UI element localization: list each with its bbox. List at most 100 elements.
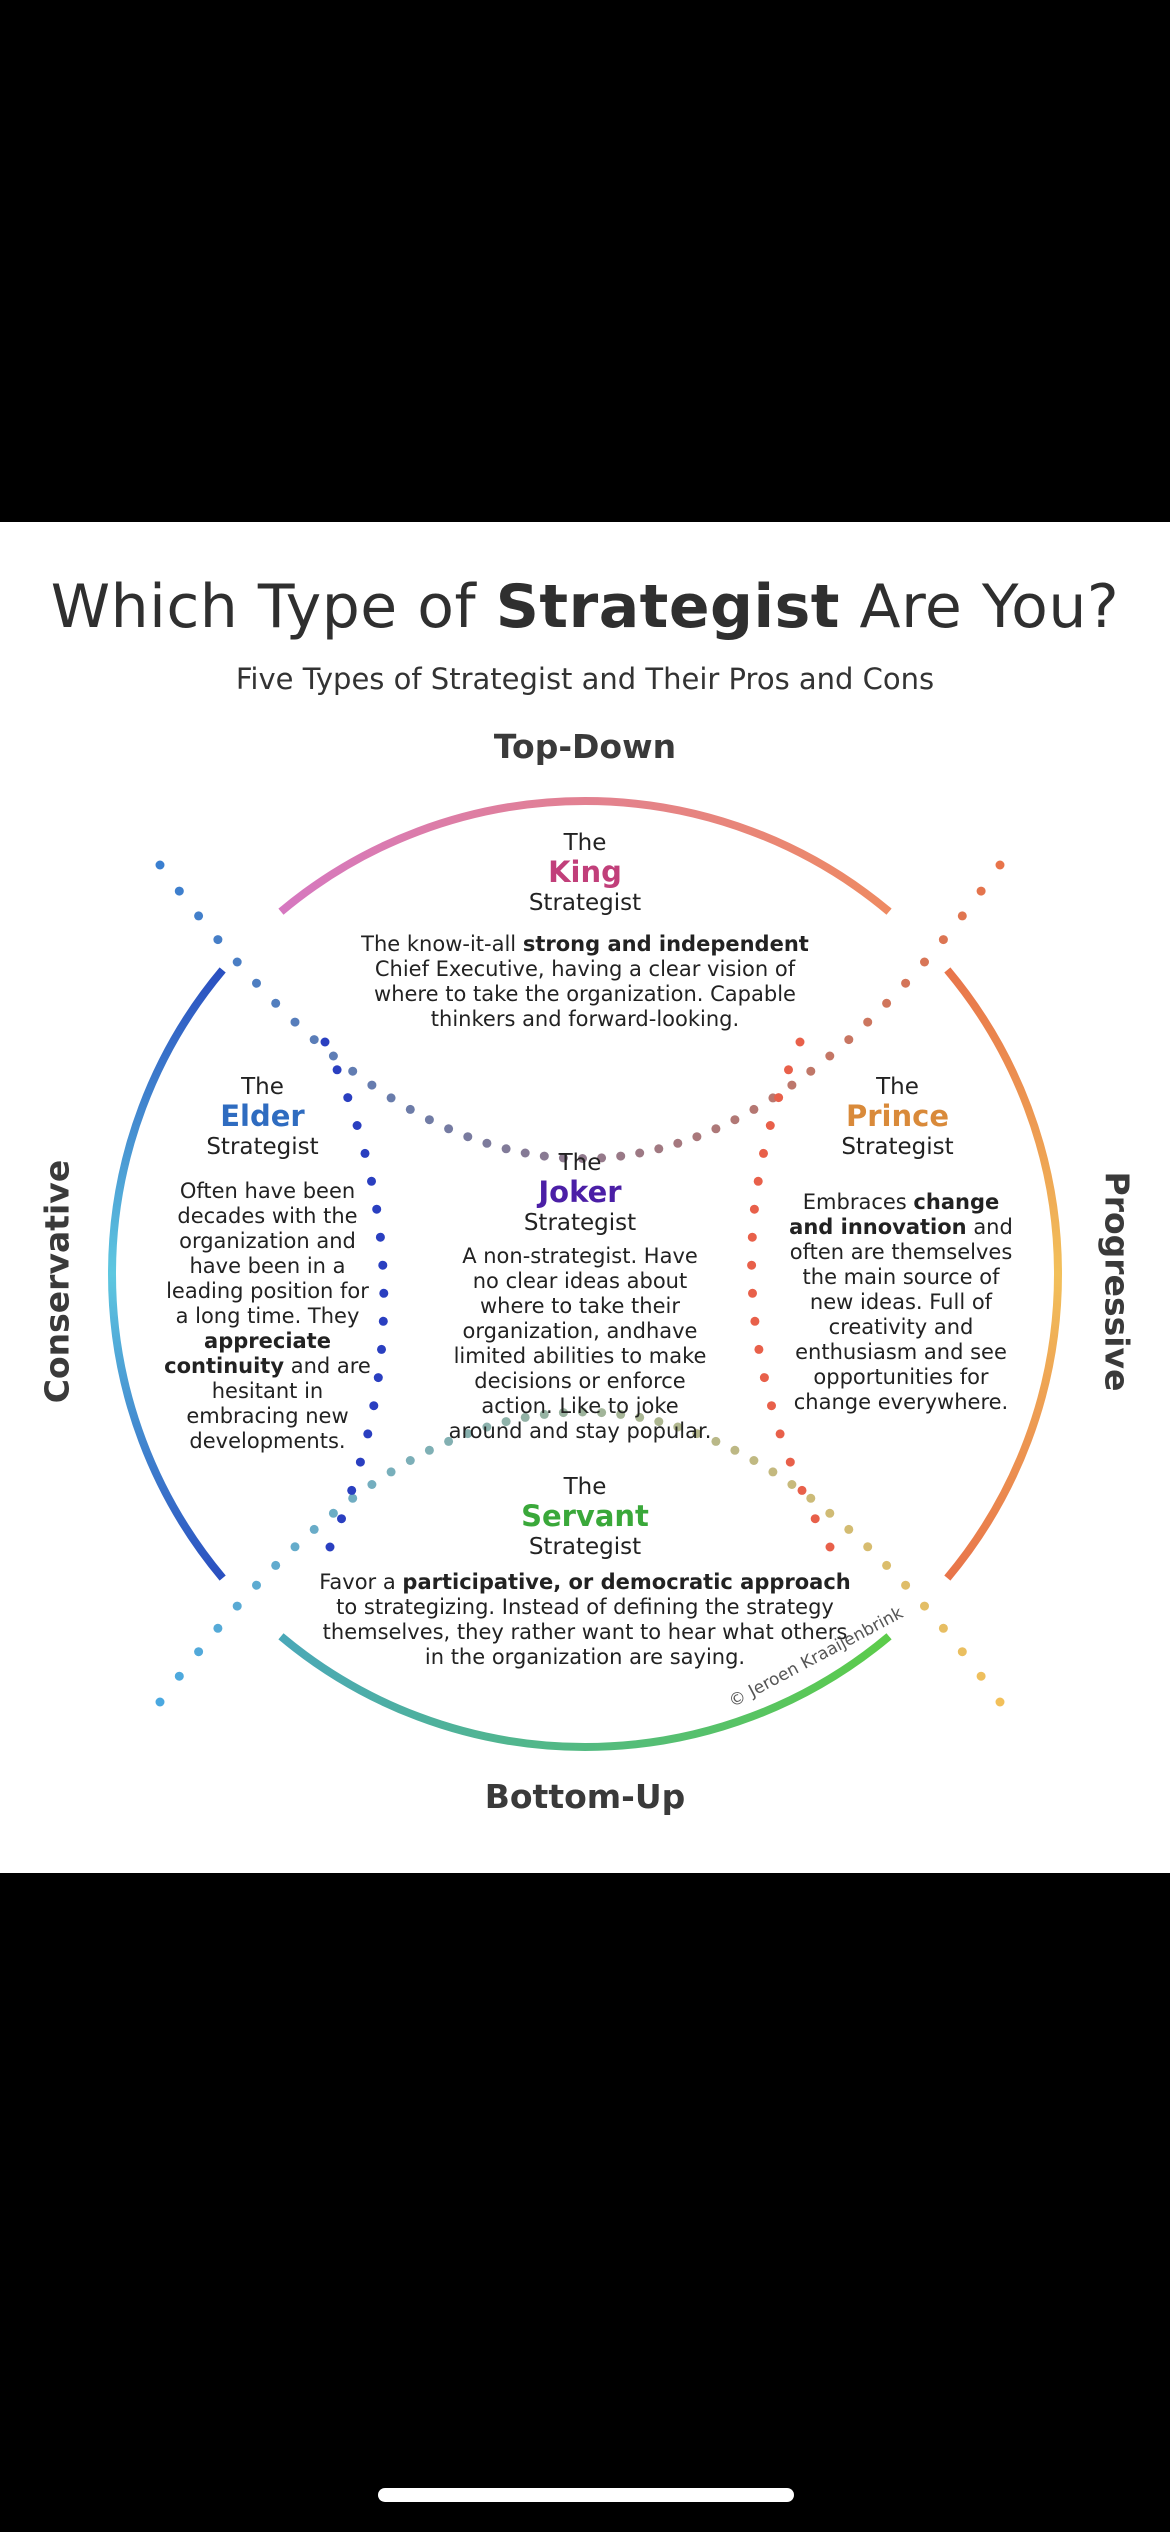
upper-dotted-curve-dot <box>558 1153 568 1163</box>
upper-dotted-curve-dot <box>711 1124 721 1134</box>
lower-dotted-curve-dot <box>252 1580 261 1590</box>
prince-arc <box>944 967 1062 1581</box>
upper-dotted-curve-dot <box>328 1051 338 1061</box>
upper-dotted-curve-dot <box>578 1154 587 1163</box>
axis-top-label: Top-Down <box>493 727 677 766</box>
lower-dotted-curve-dot <box>711 1436 721 1446</box>
right-dotted-curve-dot <box>765 1121 775 1130</box>
lower-dotted-curve-dot <box>367 1480 377 1489</box>
lower-dotted-curve-dot <box>444 1436 454 1446</box>
upper-dotted-curve-dot <box>597 1153 607 1163</box>
right-dotted-curve-dot <box>749 1204 759 1214</box>
joker-description: A non-strategist. Have no clear ideas ab… <box>448 1244 712 1443</box>
left-dotted-curve-dot <box>372 1204 382 1214</box>
upper-dotted-curve-dot <box>882 998 892 1008</box>
lower-dotted-curve-dot <box>787 1480 797 1489</box>
left-dotted-curve-dot <box>378 1316 388 1326</box>
lower-dotted-curve-dot <box>673 1422 683 1432</box>
upper-dotted-curve-dot <box>232 957 242 967</box>
axis-bottom-label: Bottom-Up <box>484 1777 686 1816</box>
lower-dotted-curve-dot <box>635 1412 645 1422</box>
right-dotted-curve-dot <box>759 1148 768 1158</box>
lower-dotted-curve-dot <box>825 1508 835 1518</box>
upper-dotted-curve-dot <box>635 1148 645 1158</box>
upper-dotted-curve-dot <box>252 978 261 988</box>
lower-dotted-curve-dot <box>920 1601 929 1611</box>
upper-dotted-curve-dot <box>520 1148 530 1158</box>
lower-dotted-curve-dot <box>616 1409 626 1419</box>
left-dotted-curve-dot <box>373 1373 383 1383</box>
upper-dotted-curve-dot <box>957 911 967 921</box>
upper-dotted-curve-dot <box>673 1138 683 1148</box>
elder-heading: The Elder Strategist <box>206 1074 319 1160</box>
upper-dotted-curve-dot <box>290 1017 300 1027</box>
upper-dotted-curve-dot <box>787 1080 797 1090</box>
right-dotted-curve-dot <box>810 1514 820 1524</box>
lower-dotted-curve-dot <box>692 1429 702 1439</box>
lower-dotted-curve-dot <box>155 1697 165 1707</box>
right-dotted-curve-dot <box>775 1429 785 1439</box>
upper-dotted-curve-dot <box>692 1132 702 1142</box>
lower-dotted-curve-dot <box>194 1647 204 1657</box>
servant-description: Favor a participative, or democratic app… <box>319 1570 851 1669</box>
lower-dotted-curve-dot <box>901 1580 911 1590</box>
right-dotted-curve-dot <box>759 1373 769 1383</box>
upper-dotted-curve-dot <box>616 1151 626 1161</box>
upper-dotted-curve-dot <box>405 1104 415 1114</box>
prince-heading: The Prince Strategist <box>841 1074 954 1160</box>
lower-dotted-curve-dot <box>730 1445 740 1455</box>
lower-dotted-curve-dot <box>232 1601 242 1611</box>
lower-dotted-curve-dot <box>482 1422 492 1432</box>
king-heading: The King Strategist <box>528 830 642 916</box>
left-dotted-curve-dot <box>378 1260 388 1270</box>
right-dotted-curve-dot <box>747 1232 757 1242</box>
lower-dotted-curve-dot <box>501 1417 511 1427</box>
lower-dotted-curve-dot <box>386 1467 396 1477</box>
lower-dotted-curve-dot <box>976 1671 986 1681</box>
right-dotted-curve-dot <box>750 1316 760 1326</box>
upper-dotted-curve-dot <box>424 1115 434 1125</box>
lower-dotted-curve-dot <box>749 1456 759 1465</box>
king-description: The know-it-all strong and independent C… <box>361 932 809 1031</box>
lower-dotted-curve-dot <box>405 1456 415 1465</box>
lower-dotted-curve-dot <box>174 1671 184 1681</box>
lower-dotted-curve-dot <box>882 1560 892 1570</box>
page-subtitle: Five Types of Strategist and Their Pros … <box>235 662 935 696</box>
right-dotted-curve-dot <box>825 1542 835 1552</box>
elder-description: Often have been decades with the organiz… <box>164 1179 371 1453</box>
home-indicator[interactable] <box>378 2488 794 2502</box>
infographic-panel: Which Type of Strategist Are You? Five T… <box>0 522 1170 1873</box>
upper-dotted-curve-dot <box>174 886 184 896</box>
lower-dotted-curve-dot <box>863 1542 873 1552</box>
upper-dotted-curve-dot <box>539 1151 549 1161</box>
left-dotted-curve-dot <box>347 1485 357 1495</box>
lower-dotted-curve-dot <box>463 1429 473 1439</box>
servant-heading: The Servant Strategist <box>521 1474 649 1560</box>
left-dotted-curve-dot <box>325 1542 335 1552</box>
right-dotted-curve-dot <box>784 1065 793 1075</box>
lower-dotted-curve-dot <box>844 1524 854 1534</box>
lower-dotted-curve-dot <box>328 1508 338 1518</box>
left-dotted-curve-dot <box>332 1065 342 1075</box>
upper-dotted-curve-dot <box>463 1132 473 1142</box>
joker-heading: The Joker Strategist <box>523 1150 637 1236</box>
left-dotted-curve-dot <box>367 1176 376 1186</box>
right-dotted-curve-dot <box>748 1288 757 1298</box>
upper-dotted-curve-dot <box>976 886 986 896</box>
lower-dotted-curve-dot <box>597 1408 607 1418</box>
upper-dotted-curve-dot <box>386 1093 396 1103</box>
page-title: Which Type of Strategist Are You? <box>50 572 1120 642</box>
lower-dotted-curve-dot <box>290 1542 300 1552</box>
upper-dotted-curve-dot <box>155 860 165 870</box>
lower-dotted-curve-dot <box>957 1647 967 1657</box>
upper-dotted-curve-dot <box>348 1066 358 1076</box>
left-dotted-curve-dot <box>379 1288 389 1298</box>
elder-arc <box>108 967 226 1581</box>
upper-dotted-curve-dot <box>863 1017 873 1027</box>
right-dotted-curve-dot <box>785 1457 795 1467</box>
lower-dotted-curve-dot <box>271 1560 281 1570</box>
left-dotted-curve-dot <box>343 1093 353 1103</box>
upper-dotted-curve-dot <box>444 1124 454 1134</box>
left-dotted-curve-dot <box>377 1344 386 1354</box>
lower-dotted-curve-dot <box>938 1623 948 1633</box>
